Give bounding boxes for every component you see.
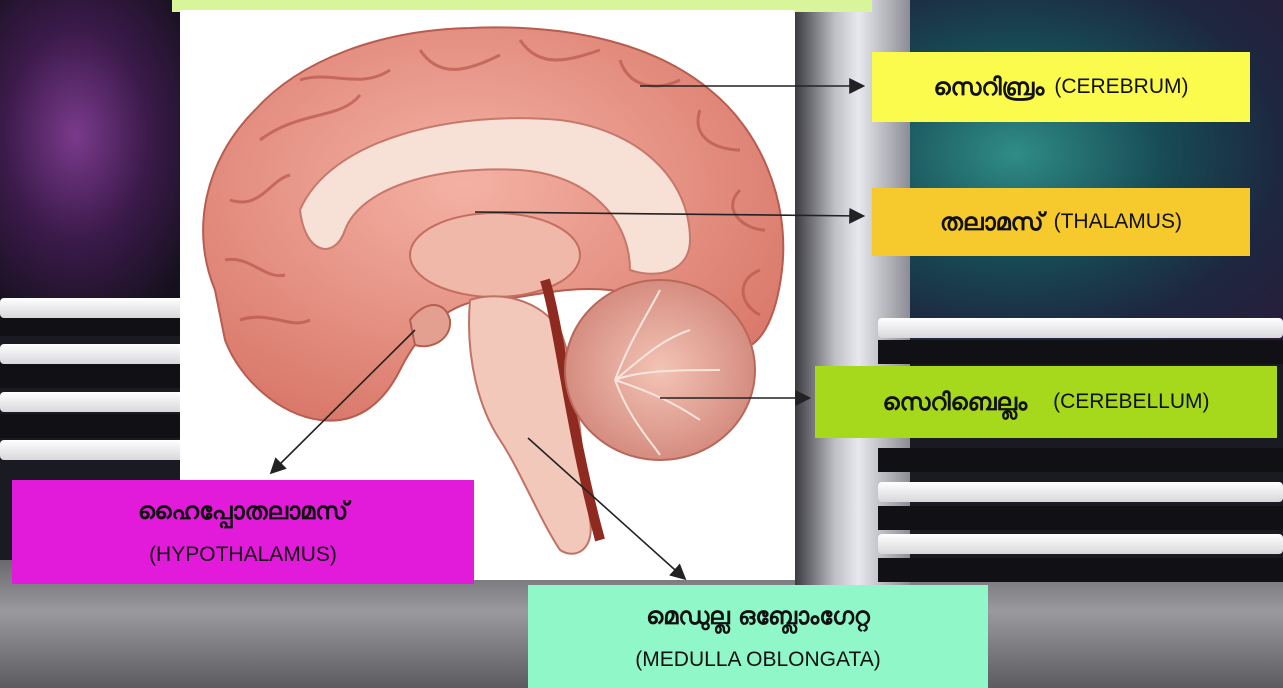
cerebellum-label: സെറിബെല്ലം (CEREBELLUM) bbox=[815, 366, 1277, 438]
cerebellum-label-ml: സെറിബെല്ലം bbox=[883, 388, 1028, 416]
thalamus-label: തലാമസ് (THALAMUS) bbox=[872, 188, 1250, 256]
cerebrum-label: സെറിബ്രം (CEREBRUM) bbox=[872, 52, 1250, 122]
cerebellum-label-en: (CEREBELLUM) bbox=[1053, 390, 1209, 414]
hypothalamus-label-ml: ഹൈപ്പോതലാമസ് bbox=[138, 497, 348, 525]
medulla-label-en: (MEDULLA OBLONGATA) bbox=[635, 648, 880, 672]
cerebrum-label-en: (CEREBRUM) bbox=[1054, 75, 1188, 99]
medulla-label-ml: മെഡുല്ല ഒബ്ലോംഗേറ്റ bbox=[646, 602, 870, 630]
hypothalamus-label: ഹൈപ്പോതലാമസ് (HYPOTHALAMUS) bbox=[12, 480, 474, 584]
thalamus-label-ml: തലാമസ് bbox=[940, 208, 1044, 236]
medulla-label: മെഡുല്ല ഒബ്ലോംഗേറ്റ (MEDULLA OBLONGATA) bbox=[528, 585, 988, 688]
hypothalamus-label-en: (HYPOTHALAMUS) bbox=[149, 543, 337, 567]
thalamus-label-en: (THALAMUS) bbox=[1054, 210, 1182, 234]
thalamus-shape bbox=[410, 213, 580, 297]
cerebellum-shape bbox=[565, 280, 755, 460]
cerebrum-label-ml: സെറിബ്രം bbox=[933, 73, 1044, 101]
